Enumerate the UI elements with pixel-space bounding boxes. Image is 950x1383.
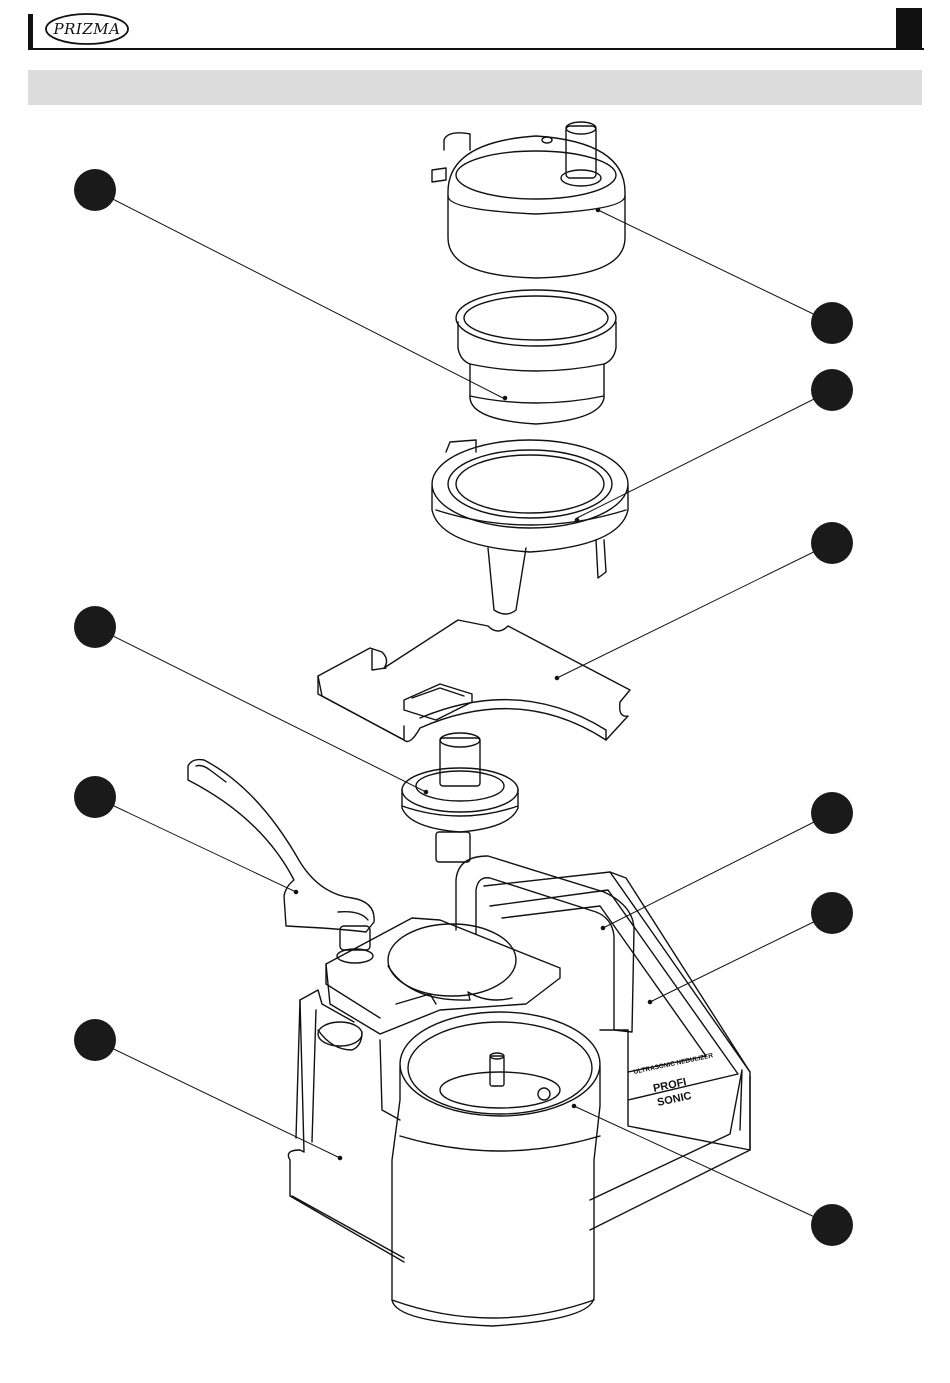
- callout-marker: [74, 169, 116, 211]
- callout-marker: [811, 1204, 853, 1246]
- part-cap-dome: [432, 122, 625, 278]
- part-collar-ring: [432, 440, 628, 614]
- part-water-tank: [392, 1012, 600, 1326]
- callout-marker: [811, 522, 853, 564]
- callout-leaders: [95, 190, 832, 1225]
- part-control-unit: [484, 872, 750, 1150]
- callout-marker: [811, 302, 853, 344]
- part-lid-plate: [318, 620, 630, 742]
- part-medicine-cup: [456, 290, 616, 424]
- part-base-housing: [288, 990, 750, 1262]
- callout-marker: [74, 776, 116, 818]
- callout-marker: [74, 606, 116, 648]
- part-filter-valve: [402, 733, 518, 862]
- part-top-deck: [318, 918, 560, 1050]
- callout-marker: [74, 1019, 116, 1061]
- callout-marker: [811, 369, 853, 411]
- part-handle-arm: [188, 760, 374, 963]
- product-label-line1: ULTRASONIC NEBULIZER: [633, 1052, 714, 1076]
- callout-marker: [811, 892, 853, 934]
- callout-marker: [811, 792, 853, 834]
- part-carry-handle: [456, 856, 634, 1032]
